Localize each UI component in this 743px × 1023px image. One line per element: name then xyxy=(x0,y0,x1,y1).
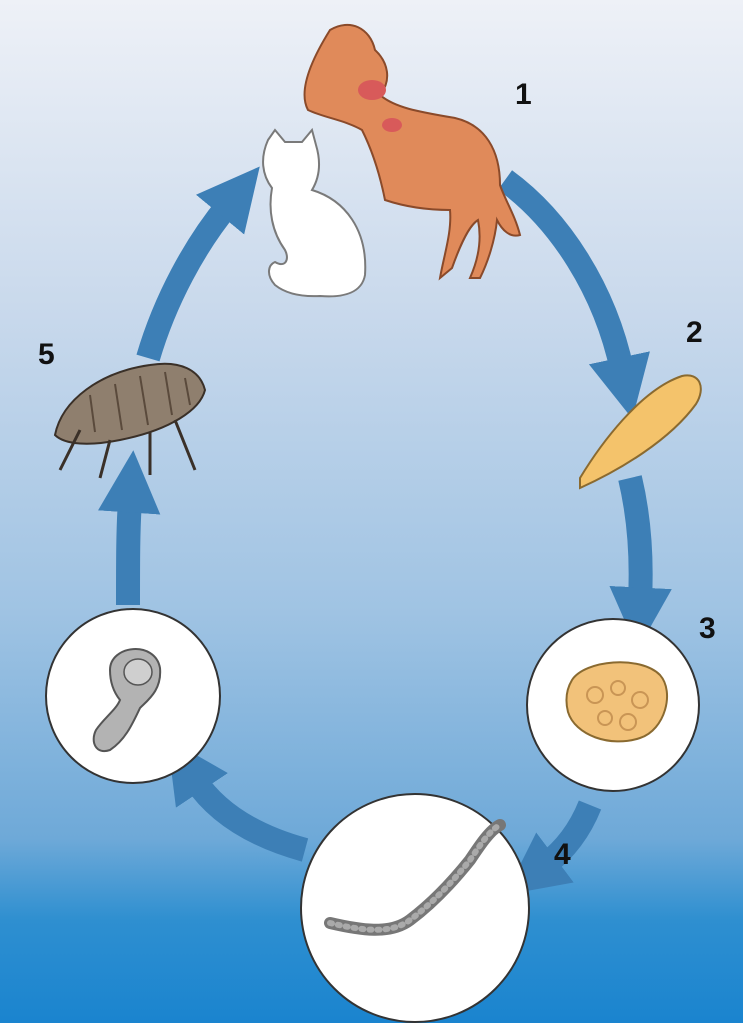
egg-packet-icon xyxy=(527,619,699,791)
arrow-5-to-1 xyxy=(148,205,228,358)
dog-infection-spot xyxy=(382,118,402,132)
stage-number-3: 3 xyxy=(699,614,716,644)
adult-flea-icon xyxy=(55,364,205,478)
cat-icon xyxy=(263,130,365,296)
cysticercoid-icon xyxy=(46,609,220,783)
dog-and-cat-icon xyxy=(263,25,520,297)
stage-number-4: 4 xyxy=(554,840,571,870)
dog-infection-spot xyxy=(358,80,386,100)
proglottid-icon xyxy=(580,375,701,488)
arrow-5-from-cyst xyxy=(128,500,130,605)
flea-larva-icon xyxy=(301,794,529,1022)
stage-number-5: 5 xyxy=(38,340,55,370)
arrow-1-to-2 xyxy=(505,180,622,370)
stage-number-1: 1 xyxy=(515,80,532,110)
stage-number-2: 2 xyxy=(686,318,703,348)
arrow-2-to-3 xyxy=(630,478,641,600)
arrow-4-to-5 xyxy=(195,780,305,850)
